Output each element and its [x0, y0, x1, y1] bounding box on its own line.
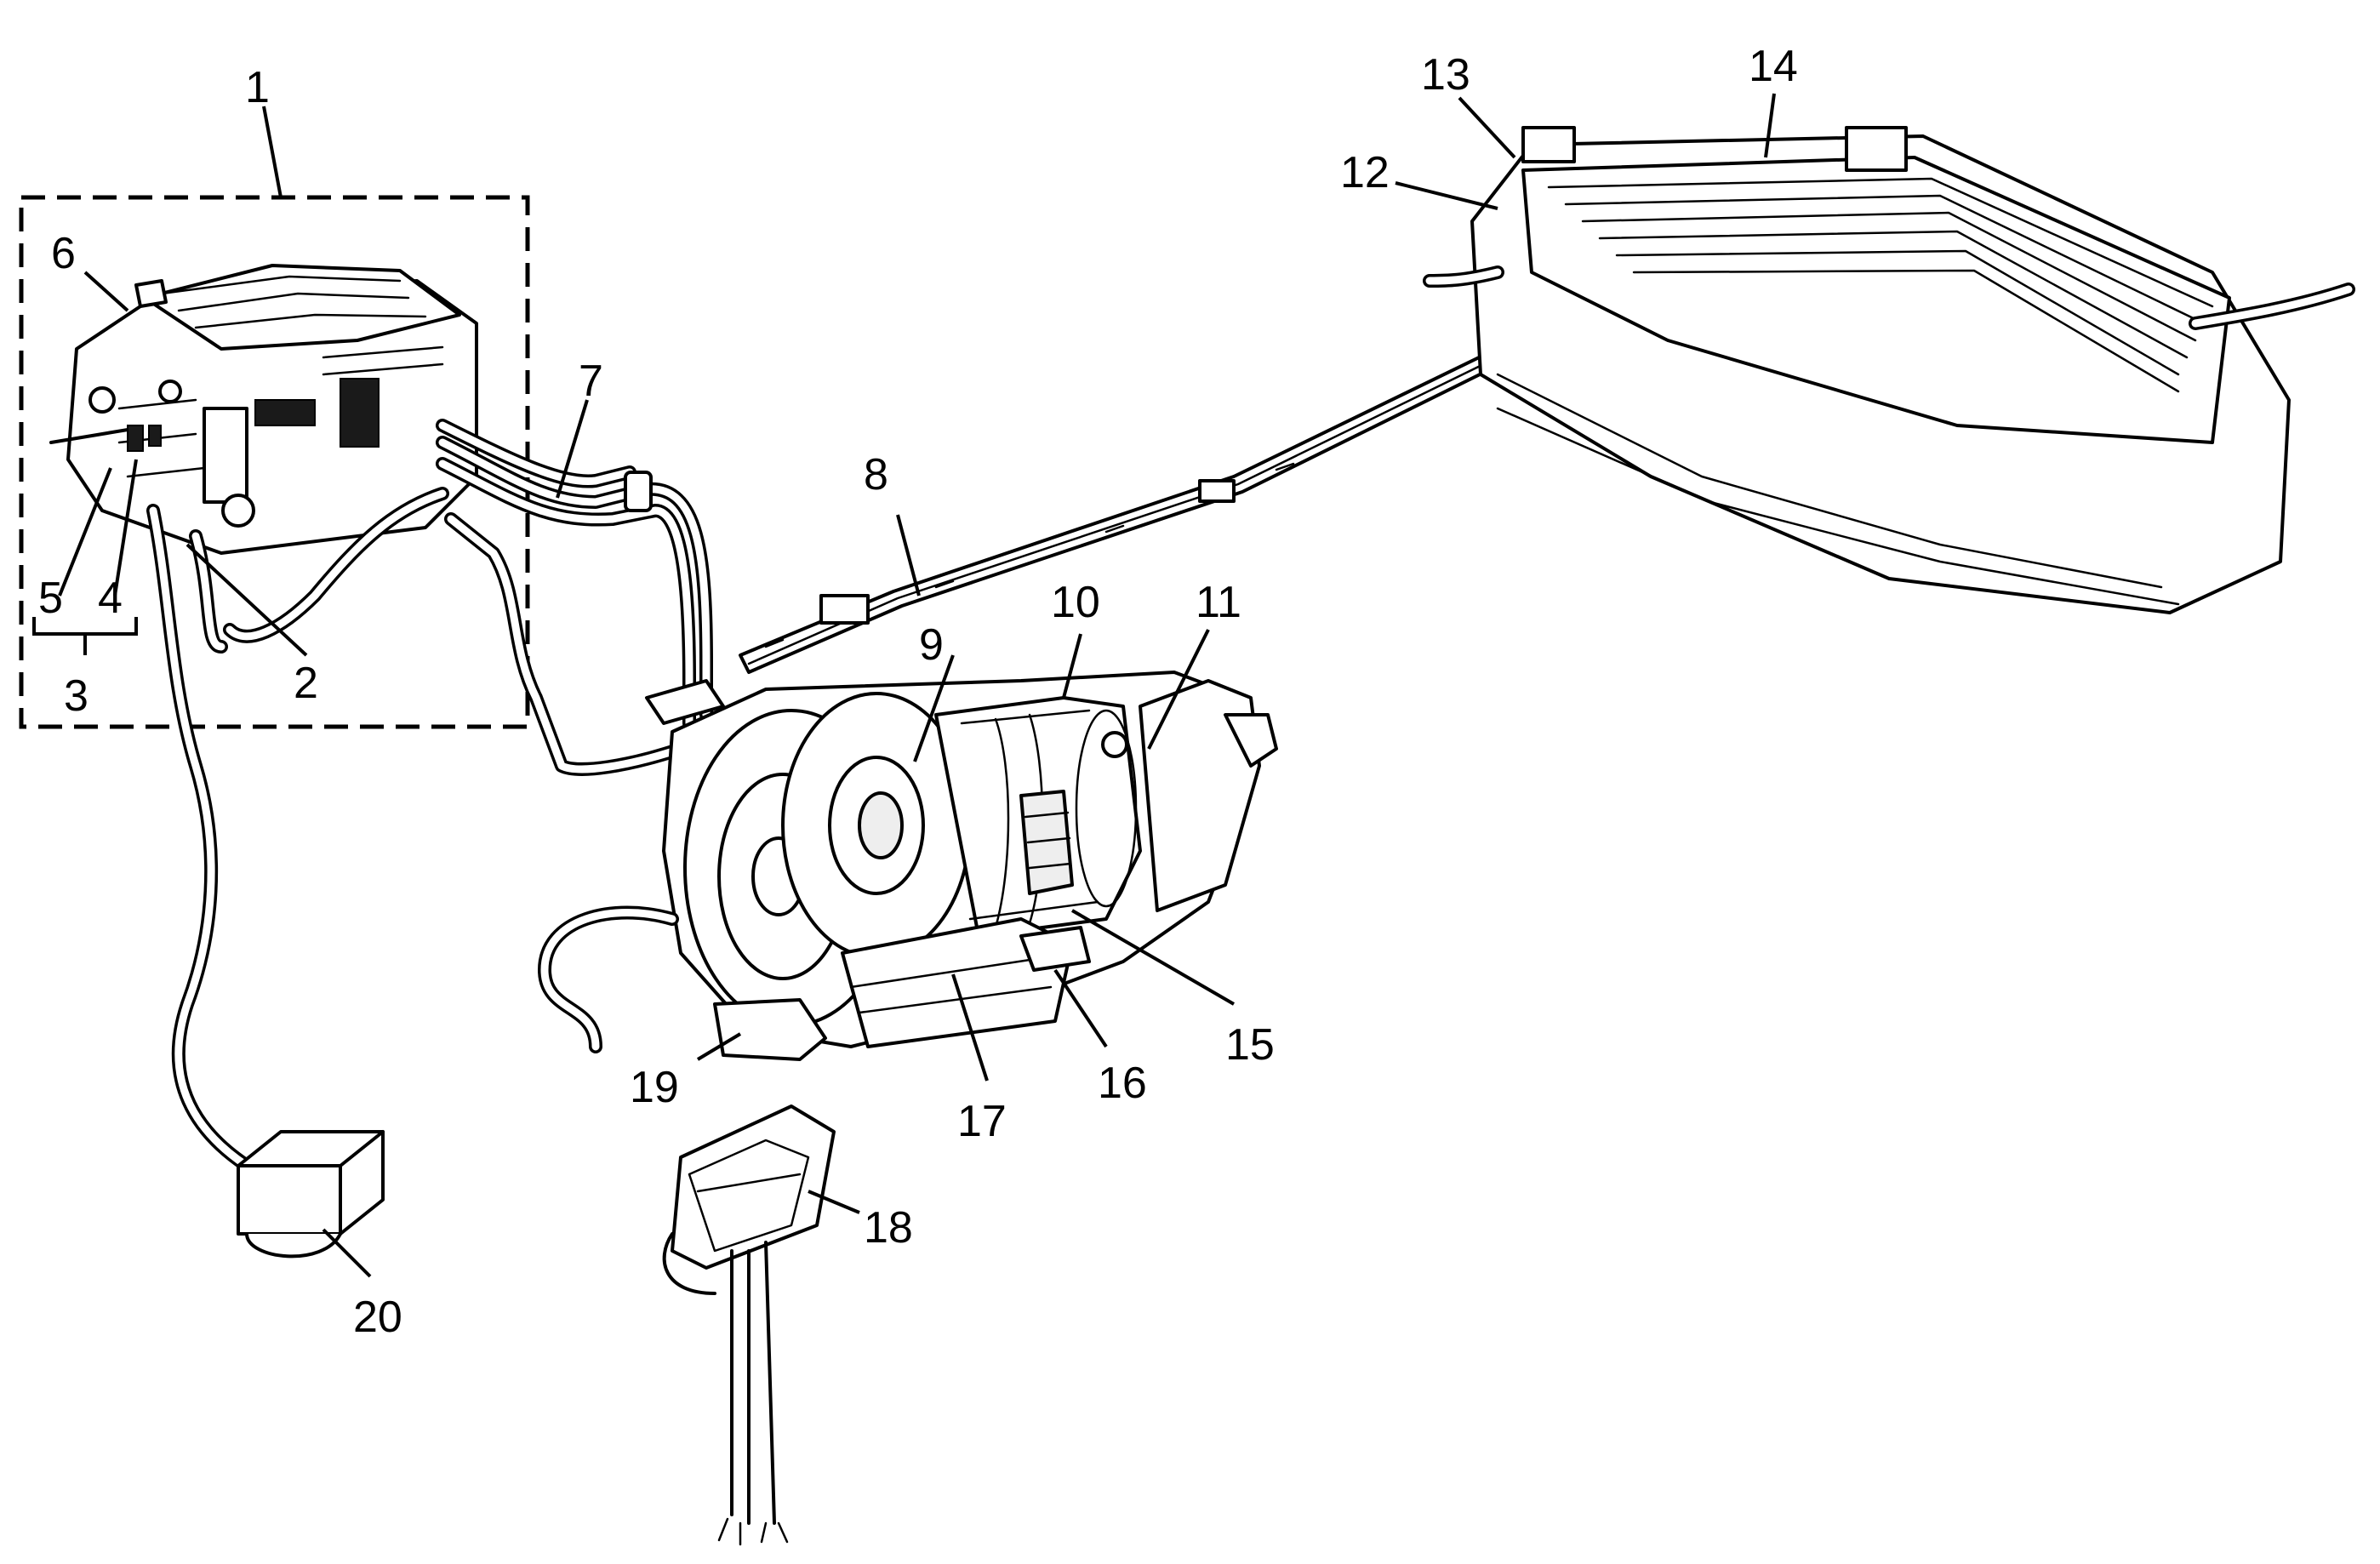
callout-9: 9 [919, 620, 944, 670]
callout-14: 14 [1749, 42, 1798, 91]
callout-4: 4 [98, 574, 123, 623]
callout-3: 3 [64, 671, 88, 721]
battery-cable-assembly [645, 330, 1542, 725]
transmission-control-module [662, 1105, 836, 1546]
callout-17: 17 [957, 1097, 1007, 1146]
callout-13: 13 [1421, 50, 1470, 100]
air-conditioning-compressor-block [237, 1130, 385, 1259]
callout-8: 8 [864, 450, 888, 499]
callout-7: 7 [579, 357, 603, 406]
callout-11: 11 [1196, 578, 1241, 627]
hybrid-battery-pack [1423, 126, 2355, 614]
callout-12: 12 [1340, 148, 1390, 197]
callout-16: 16 [1098, 1059, 1147, 1108]
callout-20: 20 [353, 1293, 402, 1342]
power-inverter-module [49, 264, 478, 555]
callout-2: 2 [294, 659, 318, 708]
leader-lines [32, 93, 1776, 1278]
connector-block [127, 425, 162, 452]
callout-10: 10 [1051, 578, 1100, 627]
callout-5: 5 [38, 574, 63, 623]
callout-1: 1 [245, 63, 270, 112]
transmission-assembly [538, 671, 1278, 1061]
callout-19: 19 [630, 1063, 679, 1112]
cable-to-air-conditioning-compressor [146, 504, 254, 1173]
callout-15: 15 [1225, 1020, 1275, 1070]
callout-6: 6 [51, 229, 76, 278]
callout-labels: 1 2 3 4 5 6 7 8 9 10 11 12 13 14 15 16 1… [38, 42, 1798, 1342]
callout-18: 18 [864, 1203, 913, 1253]
